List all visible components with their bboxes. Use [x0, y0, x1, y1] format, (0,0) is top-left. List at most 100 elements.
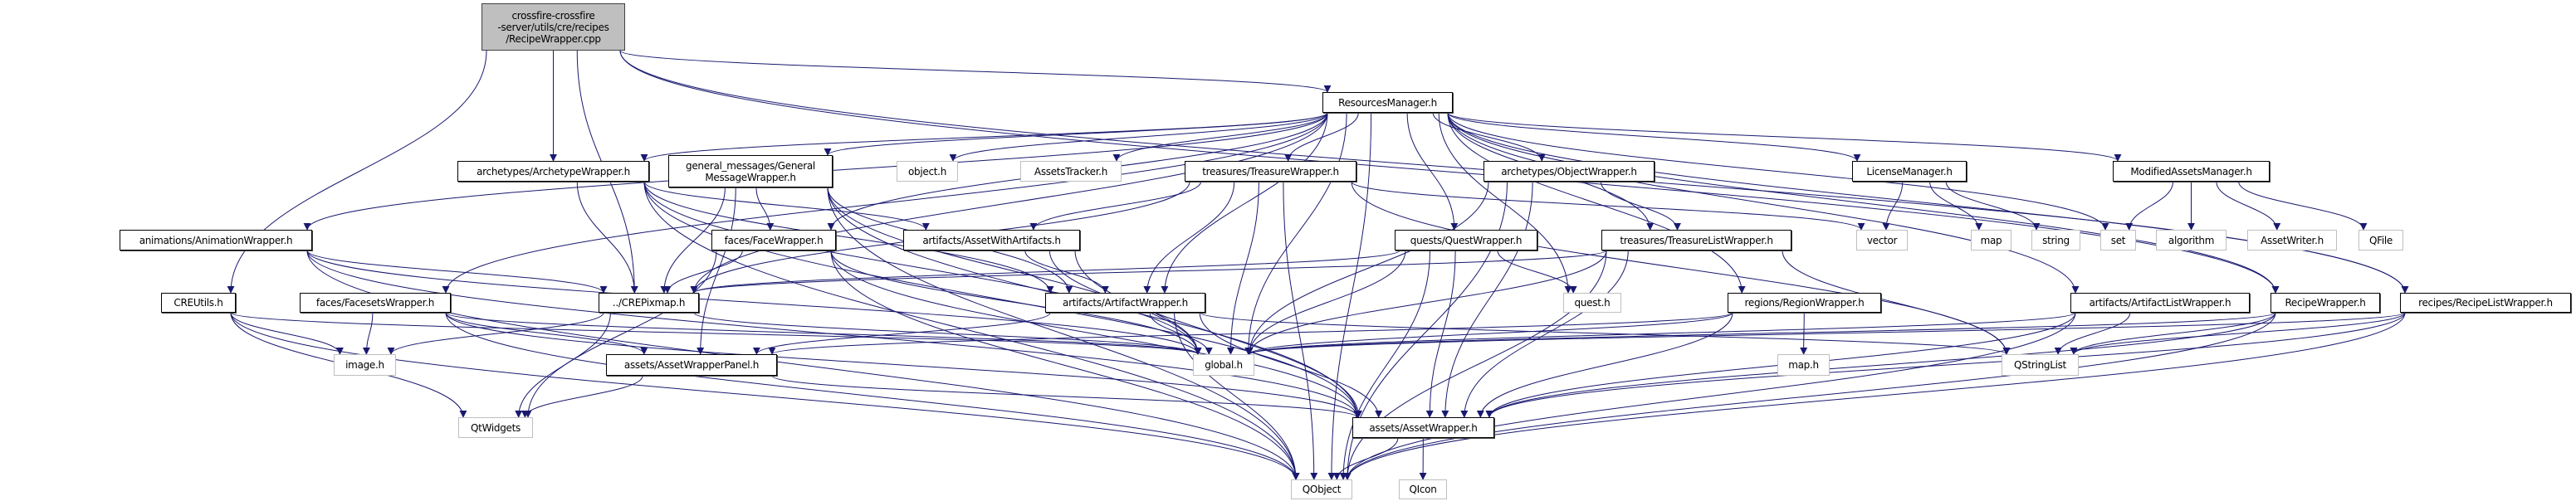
edge-rlw-to-assetw [1485, 312, 2406, 418]
edge-awa-to-assetw [1074, 250, 1362, 418]
node-ow[interactable]: archetypes/ObjectWrapper.h [1484, 161, 1655, 182]
edge-recw-to-qobject [1343, 312, 2276, 480]
node-assetwriter: AssetWriter.h [2247, 230, 2337, 250]
edge-fsw-to-qobject [445, 312, 1300, 480]
edge-rm-to-qw [1406, 112, 1459, 231]
node-maph: map.h [1777, 354, 1830, 376]
edge-root-to-creutils [227, 50, 487, 294]
edge-tlw-to-qobject [1343, 250, 1607, 480]
edge-rm-to-globalh [1244, 112, 1347, 355]
node-rm[interactable]: ResourcesManager.h [1322, 92, 1453, 113]
edge-rlw-to-qstringlist [2070, 312, 2406, 355]
node-recw[interactable]: RecipeWrapper.h [2270, 293, 2380, 313]
edge-rm-to-crepixmap [690, 112, 1328, 294]
edge-fw-to-qobject [830, 250, 1300, 480]
edge-rm-to-rw [1447, 112, 1746, 294]
node-rlw[interactable]: recipes/RecipeListWrapper.h [2400, 293, 2571, 313]
node-awp[interactable]: assets/AssetWrapperPanel.h [606, 354, 777, 376]
node-crepixmap[interactable]: ../CREPixmap.h [599, 293, 699, 313]
node-tlw[interactable]: treasures/TreasureListWrapper.h [1601, 230, 1791, 250]
edge-fw-to-globalh [830, 250, 1202, 355]
edge-crepixmap-to-globalh [693, 312, 1202, 355]
node-archw[interactable]: archetypes/ArchetypeWrapper.h [457, 161, 649, 182]
node-artw[interactable]: artifacts/ArtifactWrapper.h [1045, 293, 1205, 313]
node-awa[interactable]: artifacts/AssetWithArtifacts.h [903, 230, 1080, 250]
edge-rm-to-at [1112, 112, 1328, 162]
edge-rw-to-maph [1800, 312, 1808, 355]
node-imageh: image.h [334, 354, 396, 376]
node-fsw[interactable]: faces/FacesetsWrapper.h [300, 293, 451, 313]
edge-mam-to-assetwriter [2216, 181, 2281, 231]
edge-fw-to-crepixmap [663, 250, 743, 294]
node-globalh: global.h [1193, 354, 1254, 376]
edge-creutils-to-qobject [230, 312, 1300, 480]
node-qtwidgets: QtWidgets [458, 417, 533, 438]
node-rw[interactable]: regions/RegionWrapper.h [1728, 293, 1881, 313]
edge-lm-to-map [1929, 181, 1983, 231]
edge-tlw-to-globalh [1245, 250, 1607, 355]
edge-rw-to-globalh [1245, 312, 1733, 355]
edge-rm-to-qobject [1327, 112, 1372, 480]
node-aw_anim[interactable]: animations/AnimationWrapper.h [120, 230, 312, 250]
edge-fsw-to-assetw [445, 312, 1361, 418]
edge-archw-to-qobject [643, 181, 1300, 480]
edge-qw-to-globalh [1245, 250, 1406, 355]
edge-awp-to-qtwidgets [521, 375, 643, 418]
node-gmw[interactable]: general_messages/General MessageWrapper.… [668, 155, 833, 187]
edge-archw-to-globalh [643, 181, 1202, 355]
edge-aw_anim-to-crepixmap [306, 250, 608, 294]
edge-rm-to-tw [1284, 112, 1359, 162]
edge-recw-to-globalh [1245, 312, 2276, 355]
node-map: map [1971, 230, 2011, 250]
node-qobject: QObject [1291, 479, 1352, 499]
edge-gmw-to-awp [697, 187, 736, 355]
node-mam[interactable]: ModifiedAssetsManager.h [2113, 161, 2270, 182]
edge-fw-to-qtwidgets [524, 250, 717, 418]
edge-rm-to-ow [1432, 112, 1546, 162]
edge-fsw-to-imageh [362, 312, 374, 355]
node-root: crossfire-crossfire -server/utils/cre/re… [481, 3, 625, 51]
node-creutils[interactable]: CREUtils.h [161, 293, 236, 313]
edge-aw_anim-to-qobject [306, 250, 1300, 480]
edge-rlw-to-globalh [1246, 312, 2406, 355]
edge-alw-to-qstringlist [2054, 312, 2131, 355]
edge-fsw-to-awp [445, 312, 648, 355]
edge-archw-to-assetw [643, 181, 1361, 418]
edge-fsw-to-globalh [445, 312, 1202, 355]
edge-rm-to-questh [1438, 112, 1572, 294]
edge-root-to-rm [619, 50, 1332, 93]
edge-tlw-to-qstringlist [1782, 250, 2011, 355]
edge-tw-to-awa [1029, 181, 1201, 231]
node-at: AssetsTracker.h [1020, 161, 1122, 182]
edge-alw-to-globalh [1245, 312, 2076, 355]
edge-rm-to-alw [1447, 112, 2080, 294]
node-fw[interactable]: faces/FaceWrapper.h [711, 230, 836, 250]
node-lm[interactable]: LicenseManager.h [1852, 161, 1967, 182]
edge-artw-to-qobject [1174, 312, 1300, 480]
node-qfile: QFile [2358, 230, 2403, 250]
edge-lm-to-string [1945, 181, 2041, 231]
node-set: set [2100, 230, 2136, 250]
edge-rm-to-recw [1447, 112, 2280, 294]
edge-awa-to-artw [1024, 250, 1109, 294]
edge-gmw-to-globalh [827, 187, 1202, 355]
node-qw[interactable]: quests/QuestWrapper.h [1395, 230, 1537, 250]
edge-awp-to-assetw [771, 375, 1361, 418]
edge-qw-to-assetw [1425, 250, 1456, 418]
node-tw[interactable]: treasures/TreasureWrapper.h [1185, 161, 1356, 182]
edge-rw-to-assetw [1476, 312, 1733, 418]
edge-mam-to-set [2125, 181, 2173, 231]
edge-crepixmap-to-qtwidgets [515, 312, 611, 418]
edge-crepixmap-to-imageh [387, 312, 604, 355]
edge-tlw-to-assetw [1460, 250, 1629, 418]
edge-rm-to-gmw [824, 112, 1328, 156]
edge-rm-to-artw [1161, 112, 1328, 294]
node-assetw[interactable]: assets/AssetWrapper.h [1352, 417, 1494, 438]
edge-lm-to-vector [1882, 181, 1904, 231]
edge-mam-to-qfile [2238, 181, 2368, 231]
node-alw[interactable]: artifacts/ArtifactListWrapper.h [2070, 293, 2250, 313]
edge-creutils-to-imageh [230, 312, 344, 355]
edge-archw-to-awa [643, 181, 930, 231]
